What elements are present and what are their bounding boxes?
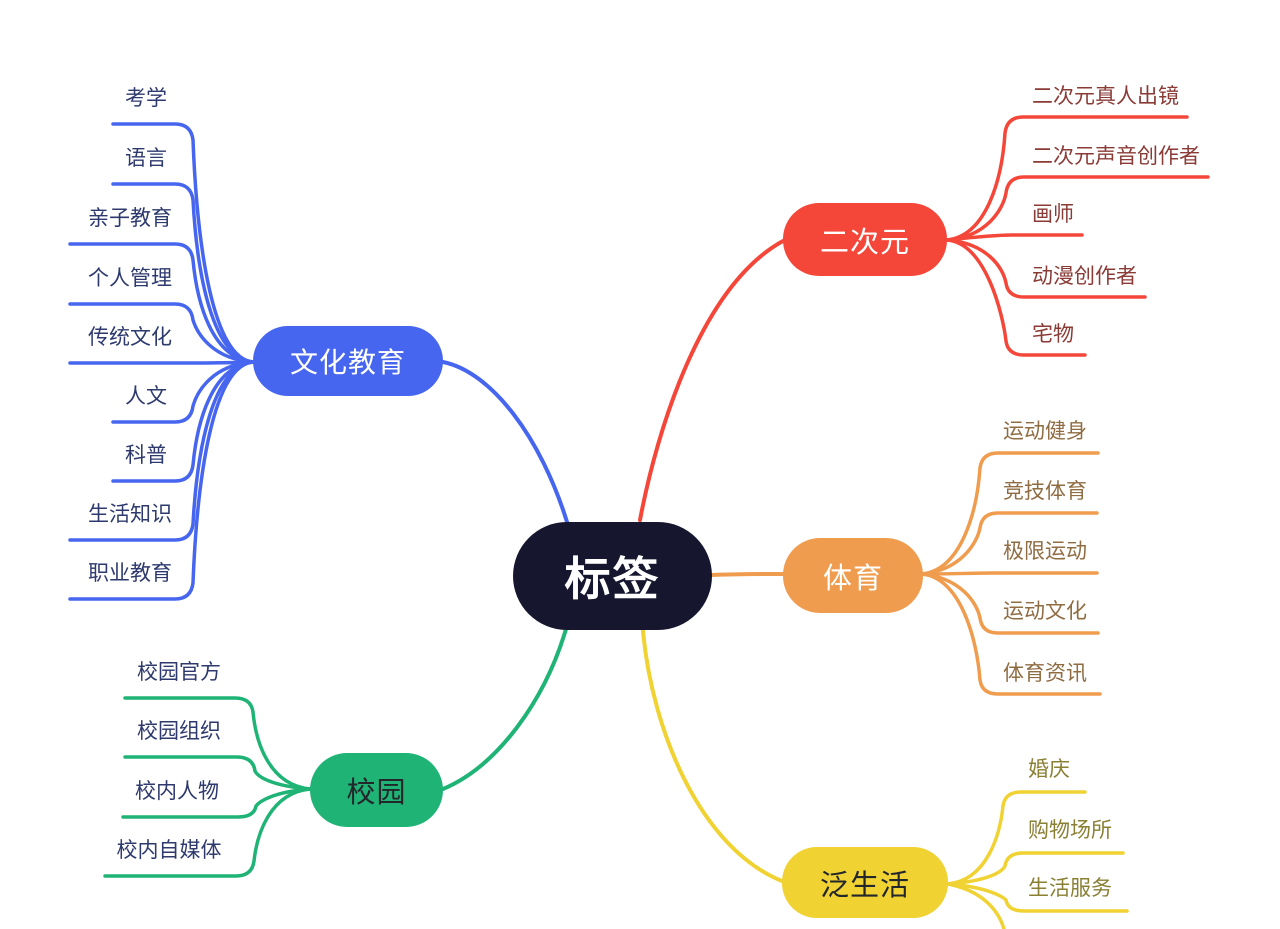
child-label[interactable]: 运动文化 bbox=[1003, 600, 1087, 623]
branch-connector bbox=[441, 360, 569, 524]
child-label[interactable]: 宅物 bbox=[1032, 323, 1074, 346]
child-label[interactable]: 购物场所 bbox=[1028, 819, 1112, 842]
child-connector bbox=[111, 122, 255, 364]
child-label[interactable]: 二次元声音创作者 bbox=[1032, 145, 1200, 168]
child-label[interactable]: 亲子教育 bbox=[88, 207, 172, 230]
child-label[interactable]: 职业教育 bbox=[88, 562, 172, 585]
child-connector bbox=[920, 571, 1099, 576]
child-label[interactable]: 极限运动 bbox=[1003, 540, 1087, 563]
child-connector bbox=[945, 115, 1189, 242]
child-label[interactable]: 人文 bbox=[125, 385, 167, 408]
child-label[interactable]: 校内自媒体 bbox=[116, 839, 222, 862]
child-label[interactable]: 校园官方 bbox=[137, 661, 221, 684]
child-connector bbox=[103, 787, 312, 878]
child-connector bbox=[920, 451, 1100, 576]
child-label[interactable]: 个人管理 bbox=[88, 267, 172, 290]
child-label[interactable]: 语言 bbox=[125, 147, 167, 170]
child-connector bbox=[123, 755, 312, 791]
child-label[interactable]: 校园组织 bbox=[137, 720, 221, 743]
child-connector bbox=[68, 360, 255, 365]
child-connector bbox=[946, 882, 1006, 929]
child-label[interactable]: 动漫创作者 bbox=[1032, 265, 1137, 288]
child-connector bbox=[123, 696, 312, 791]
child-label[interactable]: 生活知识 bbox=[88, 503, 172, 526]
child-connector bbox=[111, 182, 255, 364]
child-label[interactable]: 画师 bbox=[1032, 203, 1074, 226]
branch-connector bbox=[641, 629, 784, 883]
child-label[interactable]: 二次元真人出镜 bbox=[1032, 85, 1179, 108]
child-connector bbox=[68, 242, 255, 364]
child-connector bbox=[945, 238, 1087, 357]
branch-node-lifestyle[interactable]: 泛生活 bbox=[782, 847, 948, 918]
child-connector bbox=[945, 175, 1210, 242]
child-label[interactable]: 竞技体育 bbox=[1003, 480, 1087, 503]
child-label[interactable]: 校内人物 bbox=[135, 780, 219, 803]
child-connector bbox=[920, 572, 1100, 635]
child-label[interactable]: 婚庆 bbox=[1028, 758, 1070, 781]
child-label[interactable]: 传统文化 bbox=[88, 326, 172, 349]
child-connector bbox=[945, 233, 1084, 242]
child-connector bbox=[68, 360, 255, 601]
child-connector bbox=[946, 790, 1087, 886]
child-connector bbox=[920, 511, 1099, 576]
child-connector bbox=[945, 238, 1147, 299]
child-connector bbox=[111, 360, 255, 483]
child-connector bbox=[946, 851, 1125, 886]
child-label[interactable]: 生活服务 bbox=[1028, 877, 1112, 900]
child-connector bbox=[68, 360, 255, 542]
child-connector bbox=[920, 572, 1102, 696]
child-label[interactable]: 科普 bbox=[125, 444, 167, 467]
child-connector bbox=[68, 302, 255, 364]
branch-connector bbox=[441, 627, 568, 791]
branch-node-sports[interactable]: 体育 bbox=[783, 538, 923, 613]
branch-node-culture-education[interactable]: 文化教育 bbox=[253, 326, 443, 396]
child-connector bbox=[111, 360, 255, 424]
child-label[interactable]: 体育资讯 bbox=[1003, 662, 1087, 685]
child-label[interactable]: 考学 bbox=[125, 87, 167, 110]
branch-connector bbox=[710, 572, 785, 577]
root-node[interactable]: 标签 bbox=[513, 522, 712, 630]
child-connector bbox=[121, 787, 312, 819]
child-label[interactable]: 运动健身 bbox=[1003, 420, 1087, 443]
branch-node-anime[interactable]: 二次元 bbox=[783, 203, 947, 276]
branch-connector bbox=[638, 239, 785, 522]
branch-node-campus[interactable]: 校园 bbox=[310, 753, 443, 827]
child-connector bbox=[946, 882, 1129, 913]
